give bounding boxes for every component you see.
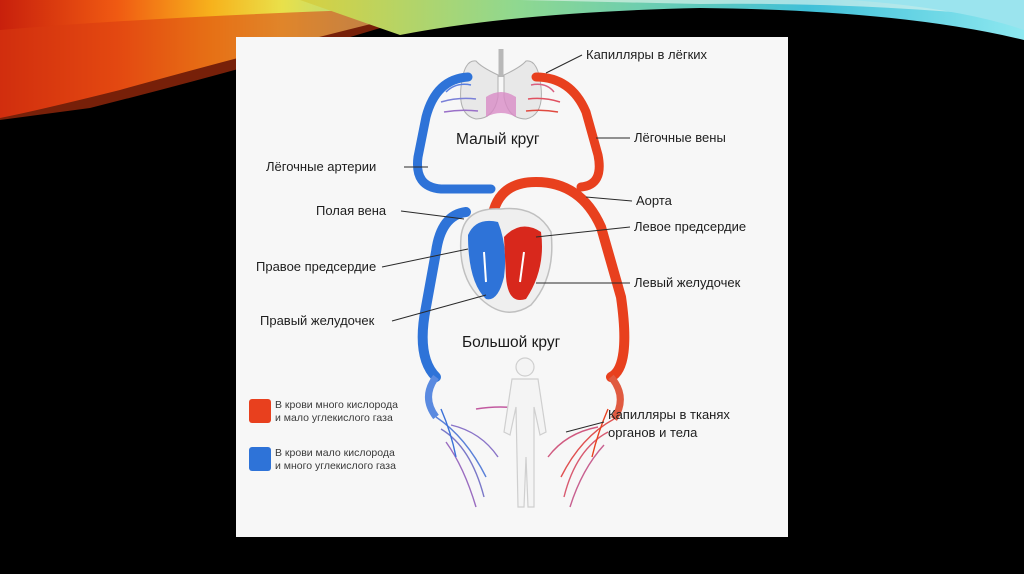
legend-rich-line1: В крови много кислорода xyxy=(275,399,398,411)
aorta-vessel xyxy=(486,176,630,382)
label-left-atrium: Левое предсердие xyxy=(634,219,747,234)
legend-swatch-red xyxy=(249,399,271,423)
label-pulmonary-veins: Лёгочные вены xyxy=(634,130,726,145)
tissue-capillaries xyxy=(435,406,615,508)
lung-capillaries xyxy=(440,83,561,113)
label-right-ventricle: Правый желудочек xyxy=(260,313,375,328)
label-left-ventricle: Левый желудочек xyxy=(634,275,741,290)
circulation-diagram: Капилляры в лёгких Малый круг Лёгочные в… xyxy=(236,37,788,537)
slide-banner-decoration xyxy=(0,0,1024,120)
label-tissue-capillaries-line2: органов и тела xyxy=(608,425,698,440)
pulmonary-artery-vessel xyxy=(412,72,496,194)
label-small-circle: Малый круг xyxy=(456,131,540,148)
legend-oxygen-rich: В крови много кислорода и мало углекисло… xyxy=(249,399,398,425)
legend-rich-line2: и мало углекислого газа xyxy=(275,412,393,424)
circulation-drawing xyxy=(412,49,630,508)
vena-cava-vessel xyxy=(417,207,471,382)
human-silhouette xyxy=(503,357,547,508)
label-pulmonary-arteries: Лёгочные артерии xyxy=(266,159,377,174)
label-right-atrium: Правое предсердие xyxy=(256,259,377,274)
lungs-illustration xyxy=(460,49,542,120)
label-big-circle: Большой круг xyxy=(462,334,561,351)
heart-illustration xyxy=(459,207,553,313)
label-tissue-capillaries-line1: Капилляры в тканях xyxy=(608,407,730,422)
label-aorta: Аорта xyxy=(636,193,672,208)
legend-oxygen-poor: В крови мало кислорода и много углекисло… xyxy=(249,447,396,473)
pulmonary-vein-vessel xyxy=(531,72,604,192)
legend-swatch-blue xyxy=(249,447,271,471)
label-lung-capillaries: Капилляры в лёгких xyxy=(586,47,708,62)
legend-poor-line2: и много углекислого газа xyxy=(275,460,396,472)
legend-poor-line1: В крови мало кислорода xyxy=(275,447,395,459)
label-vena-cava: Полая вена xyxy=(316,203,387,218)
